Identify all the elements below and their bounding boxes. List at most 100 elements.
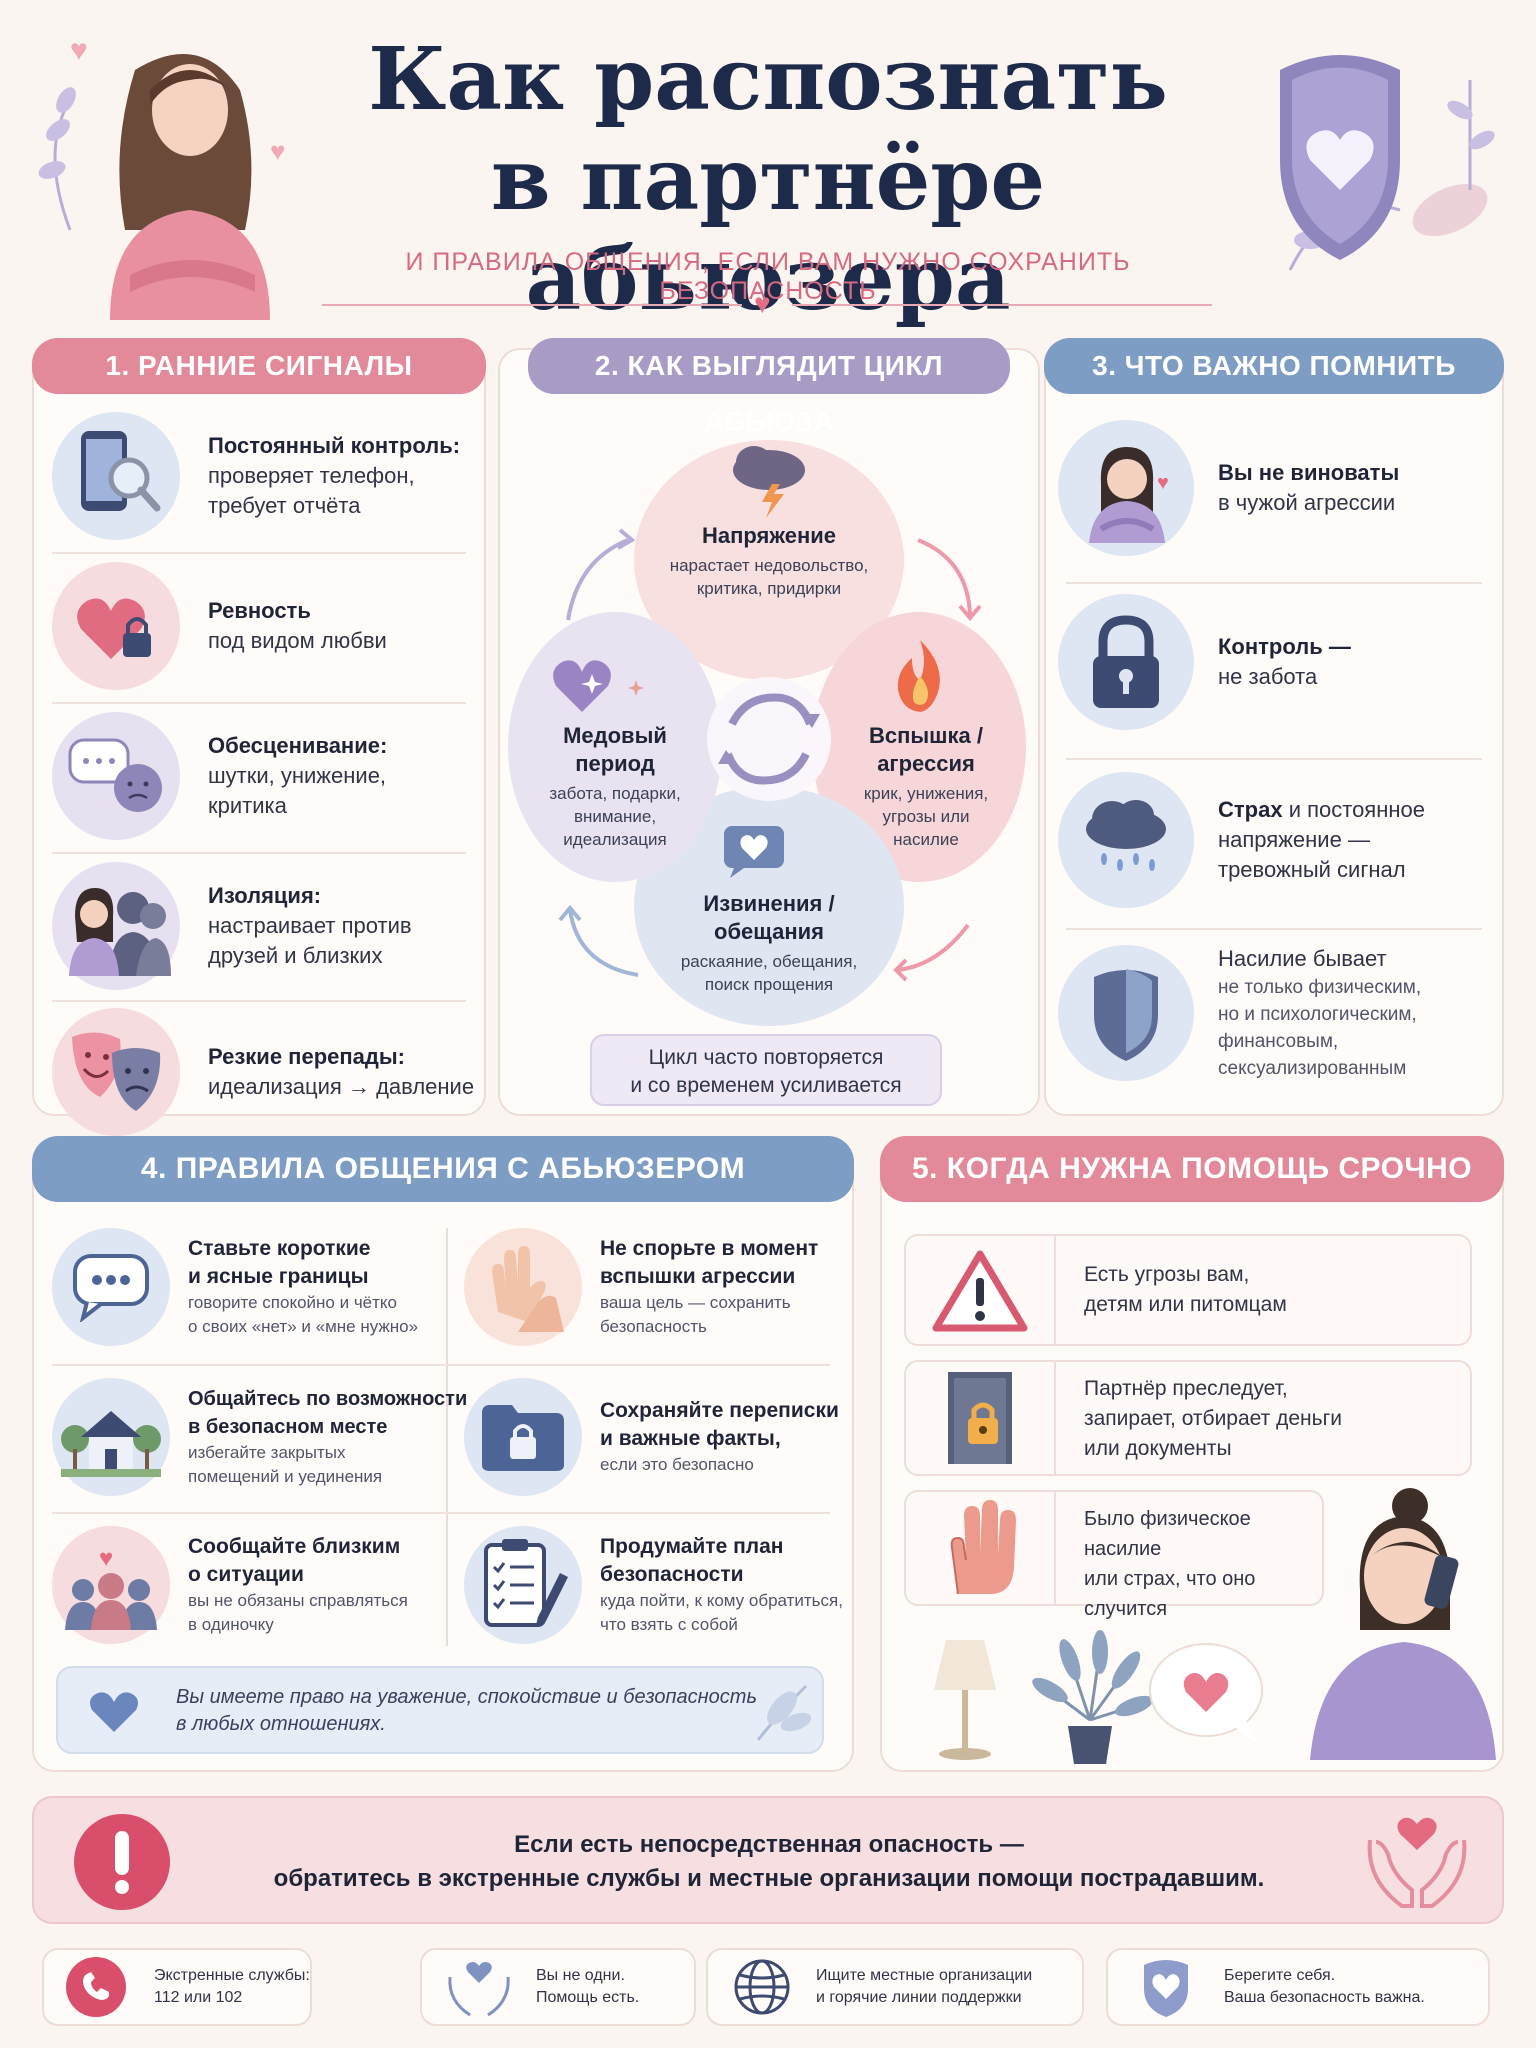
- footer-text: Берегите себя.: [1224, 1967, 1336, 1984]
- cycle-honeymoon: Медовый период забота, подарки, внимание…: [518, 722, 712, 851]
- footer-not-alone: Вы не одни. Помощь есть.: [420, 1948, 696, 2026]
- cycle-outburst-title: агрессия: [877, 751, 975, 776]
- divider: [1066, 582, 1482, 584]
- rule-item: ♥ Сообщайте близким о ситуации вы не обя…: [52, 1526, 408, 1644]
- urgent-item: Партнёр преследует, запирает, отбирает д…: [904, 1360, 1472, 1476]
- footer-emergency-services: Экстренные службы: 112 или 102: [42, 1948, 312, 2026]
- rule-title: Сообщайте близким: [188, 1535, 401, 1558]
- cycle-tension: Напряжение нарастает недовольство, крити…: [634, 522, 904, 600]
- rule-text: в одиночку: [188, 1615, 274, 1634]
- remember-text: финансовым,: [1218, 1031, 1339, 1052]
- signal-text: критика: [208, 793, 287, 818]
- signal-item: Резкие перепады: идеализация → давление: [52, 1008, 474, 1136]
- divider: [52, 1512, 830, 1514]
- rule-text: безопасность: [600, 1317, 707, 1336]
- signal-title: Резкие перепады:: [208, 1044, 405, 1069]
- cycle-outburst-desc: крик, унижения,: [863, 784, 989, 803]
- footer-text: Ваша безопасность важна.: [1224, 1989, 1425, 2006]
- cycle-honeymoon-petal: [508, 612, 722, 882]
- rule-text: избегайте закрытых: [188, 1443, 346, 1462]
- rule-item: Ставьте короткие и ясные границы говорит…: [52, 1228, 418, 1346]
- divider: [52, 852, 466, 854]
- cycle-tension-desc: критика, придирки: [696, 579, 842, 598]
- remember-item: Контроль — не забота: [1058, 594, 1351, 730]
- sad-woman-icon: ♥: [1058, 420, 1194, 556]
- rule-title: вспышки агрессии: [600, 1265, 796, 1288]
- speech-bubbles-icon: [52, 712, 180, 840]
- page-title: Как распознать в партнёре абьюзера: [300, 30, 1236, 330]
- rule-title: Ставьте короткие: [188, 1237, 371, 1260]
- rule-item: Сохраняйте переписки и важные факты, есл…: [464, 1378, 839, 1496]
- rule-text: вы не обязаны справляться: [188, 1591, 408, 1610]
- urgent-text: Есть угрозы вам,: [1084, 1263, 1250, 1286]
- phone-magnifier-icon: [52, 412, 180, 540]
- cycle-outburst: Вспышка / агрессия крик, унижения, угроз…: [836, 722, 1016, 851]
- rule-text: о своих «нет» и «мне нужно»: [188, 1317, 419, 1336]
- rule-item: Продумайте план безопасности куда пойти,…: [464, 1526, 843, 1644]
- signal-text: шутки, унижение,: [208, 763, 387, 788]
- remember-title: Контроль —: [1218, 634, 1351, 659]
- section5-title: 5. КОГДА НУЖНА ПОМОЩЬ СРОЧНО: [880, 1136, 1504, 1202]
- sparkle-heart-icon: [553, 660, 644, 712]
- remember-title: Страх: [1218, 797, 1283, 822]
- cycle-apology-title: Извинения /: [703, 891, 835, 916]
- remember-text: напряжение —: [1218, 827, 1370, 852]
- rule-item: Общайтесь по возможности в безопасном ме…: [52, 1378, 467, 1496]
- rule-title: Сохраняйте переписки: [600, 1399, 839, 1422]
- rule-title: и важные факты,: [600, 1427, 781, 1450]
- footer-text: 112 или 102: [154, 1989, 243, 2006]
- house-icon: [52, 1378, 170, 1496]
- urgent-text: Было физическое насилие: [1084, 1508, 1251, 1560]
- stop-hands-icon: [464, 1228, 582, 1346]
- shield-heart-icon: [1144, 1960, 1188, 2017]
- urgent-text: детям или питомцам: [1084, 1293, 1287, 1316]
- rule-title: Продумайте план: [600, 1535, 784, 1558]
- urgent-text: или страх, что оно: [1084, 1568, 1256, 1590]
- signal-text: под видом любви: [208, 628, 387, 653]
- svg-text:♥: ♥: [270, 136, 285, 166]
- footer-local-orgs: Ищите местные организации и горячие лини…: [706, 1948, 1084, 2026]
- stop-hand-icon: [906, 1492, 1056, 1604]
- signal-text: настраивает против: [208, 913, 412, 938]
- cycle-honeymoon-title: период: [575, 751, 655, 776]
- rule-text: помещений и уединения: [188, 1467, 383, 1486]
- rule-text: если это безопасно: [600, 1455, 754, 1474]
- people-heart-icon: ♥: [52, 1526, 170, 1644]
- cycle-apology-desc: поиск прощения: [704, 975, 834, 994]
- warning-icon: [906, 1236, 1056, 1344]
- rule-title: о ситуации: [188, 1563, 304, 1586]
- svg-text:♥: ♥: [70, 34, 88, 67]
- isolated-woman-icon: [52, 862, 180, 990]
- signal-text: проверяет телефон,: [208, 463, 415, 488]
- footer-take-care: Берегите себя. Ваша безопасность важна.: [1106, 1948, 1490, 2026]
- cycle-honeymoon-desc: идеализация: [563, 830, 667, 849]
- rule-text: куда пойти, к кому обратиться,: [600, 1591, 843, 1610]
- urgent-text: Партнёр преследует,: [1084, 1377, 1288, 1400]
- signal-item: Изоляция: настраивает против друзей и бл…: [52, 862, 412, 990]
- hands-heart-icon: [1367, 1817, 1467, 1908]
- section2-title: 2. КАК ВЫГЛЯДИТ ЦИКЛ АБЬЮЗА: [528, 338, 1010, 437]
- footer-text: Ищите местные организации: [816, 1967, 1033, 1984]
- remember-text: тревожный сигнал: [1218, 857, 1406, 882]
- heart-message-icon: [724, 826, 784, 878]
- emergency-alert-text: Если есть непосредственная опасность — о…: [194, 1828, 1344, 1896]
- remember-title: Вы не виноваты: [1218, 460, 1400, 485]
- globe-icon: [734, 1959, 790, 2015]
- rights-note-text: Вы имеете право на уважение, спокойствие…: [176, 1684, 757, 1738]
- section4-title: 4. ПРАВИЛА ОБЩЕНИЯ С АБЬЮЗЕРОМ: [32, 1136, 854, 1202]
- footer-text: Вы не одни.: [536, 1967, 625, 1984]
- signal-title: Обесценивание:: [208, 733, 388, 758]
- remember-text: но и психологическим,: [1218, 1004, 1417, 1025]
- leaf-icon: [756, 1684, 812, 1741]
- woman-crossed-arms-illustration: ♥ ♥: [38, 34, 285, 320]
- urgent-text: запирает, отбирает деньги: [1084, 1407, 1342, 1430]
- footer-text: и горячие линии поддержки: [816, 1989, 1022, 2006]
- section3-title: 3. ЧТО ВАЖНО ПОМНИТЬ: [1044, 338, 1504, 394]
- cycle-tension-title: Напряжение: [702, 523, 836, 548]
- rule-text: говорите спокойно и чётко: [188, 1293, 398, 1312]
- svg-text:♥: ♥: [1157, 472, 1169, 494]
- remember-item: Насилие бывает не только физическим, но …: [1058, 944, 1421, 1082]
- divider: [1066, 928, 1482, 930]
- locked-folder-icon: [464, 1378, 582, 1496]
- phone-icon: [66, 1957, 126, 2017]
